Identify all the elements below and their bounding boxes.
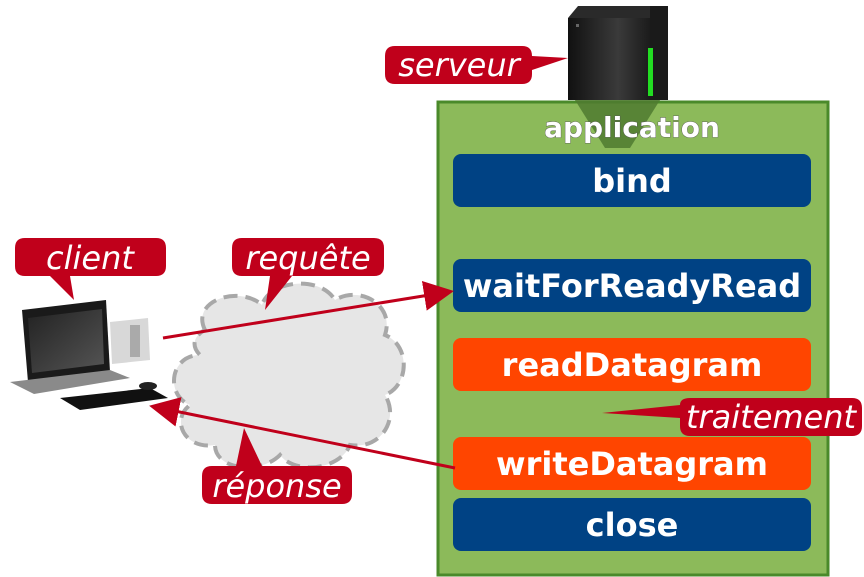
request-label: requête [245, 239, 370, 277]
step-label: writeDatagram [496, 445, 768, 483]
step-write-datagram: writeDatagram [453, 437, 811, 490]
step-close: close [453, 498, 811, 551]
server-label: serveur [398, 46, 521, 84]
network-cloud-icon [172, 281, 406, 470]
step-label: bind [592, 162, 672, 200]
step-label: close [586, 506, 679, 544]
request-callout: requête [232, 238, 384, 310]
desktop-computer-icon [10, 300, 168, 410]
client-label: client [46, 239, 135, 277]
step-label: waitForReadyRead [463, 267, 801, 305]
request-arrow [162, 281, 454, 340]
response-arrow [149, 397, 456, 470]
processing-callout: traitement [602, 398, 862, 436]
client-callout: client [15, 238, 166, 300]
step-wait-for-ready-read: waitForReadyRead [453, 259, 811, 312]
response-callout: réponse [202, 428, 352, 505]
step-bind: bind [453, 154, 811, 207]
server-callout: serveur [385, 46, 568, 84]
server-tower-icon [568, 6, 668, 148]
processing-label: traitement [686, 398, 858, 436]
application-title: application [544, 111, 720, 144]
step-label: readDatagram [502, 346, 763, 384]
response-label: réponse [212, 467, 341, 505]
step-read-datagram: readDatagram [453, 338, 811, 391]
